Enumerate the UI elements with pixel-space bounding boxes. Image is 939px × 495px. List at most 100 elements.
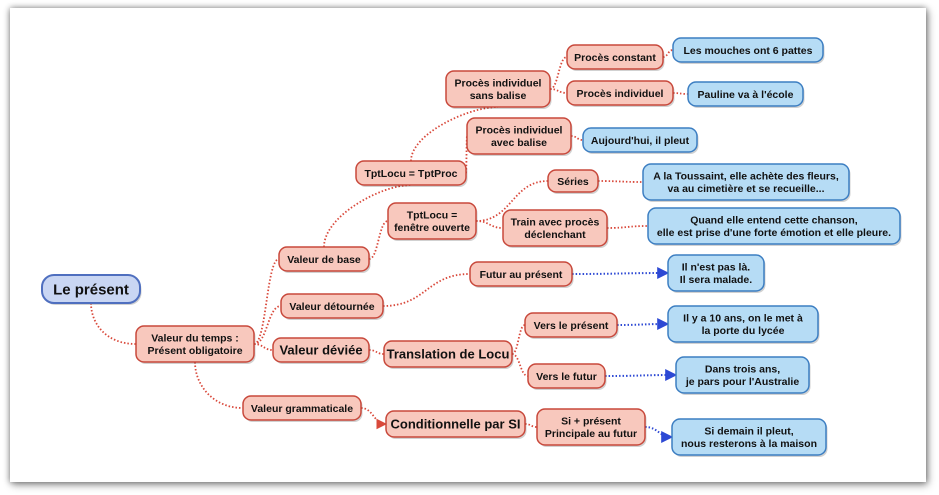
node-box: [242, 395, 362, 421]
node-label-line: Train avec procès: [511, 217, 600, 229]
node-label-line: avec balise: [491, 137, 547, 149]
link-valeur-temps-to-valeur-grammaticale: [194, 361, 244, 409]
node-box: [355, 160, 467, 186]
node-label-line: Valeur détournée: [289, 301, 374, 313]
node-label: Futur au présent: [480, 269, 563, 281]
node-box: [642, 163, 850, 201]
node-conditionnelle-si[interactable]: Conditionnelle par SI: [385, 410, 527, 439]
node-label: Séries: [557, 176, 589, 188]
node-box: [387, 202, 477, 240]
node-label-line: Le présent: [53, 281, 129, 298]
node-label-line: déclenchant: [524, 229, 586, 241]
node-ex-australie[interactable]: Dans trois ans,je pars pour l'Australie: [675, 356, 811, 395]
node-valeur-grammaticale[interactable]: Valeur grammaticale: [242, 395, 363, 422]
node-box: [547, 169, 599, 193]
node-box: [502, 209, 608, 247]
link-valeur-base-to-tptlocu-tptproc: [323, 184, 412, 248]
node-ex-pauline[interactable]: Pauline va à l'école: [687, 81, 805, 108]
node-label-line: Vers le futur: [536, 371, 597, 383]
node-valeur-detournee[interactable]: Valeur détournée: [280, 293, 385, 320]
link-series-to-ex-toussaint: [597, 180, 644, 183]
link-tptlocu-fenetre-to-series: [475, 180, 549, 222]
link-conditionnelle-si-to-si-present: [524, 423, 538, 428]
node-label-line: Principale au futur: [545, 428, 637, 440]
node-ex-malade[interactable]: Il n'est pas là.Il sera malade.: [667, 254, 766, 293]
node-vers-present[interactable]: Vers le présent: [524, 312, 619, 339]
link-valeur-temps-to-valeur-detournee: [253, 305, 282, 345]
node-box: [647, 207, 901, 245]
node-proces-constant[interactable]: Procès constant: [566, 44, 665, 71]
link-futur-present-to-ex-malade: [571, 267, 670, 280]
link-valeur-temps-to-valeur-deviee: [253, 343, 274, 351]
node-valeur-temps[interactable]: Valeur du temps :Présent obligatoire: [135, 325, 256, 364]
node-ex-chanson[interactable]: Quand elle entend cette chanson,elle est…: [647, 207, 902, 246]
node-box: [280, 293, 384, 319]
node-tptlocu-fenetre[interactable]: TptLocu =fenêtre ouverte: [387, 202, 478, 241]
node-box: [527, 363, 606, 389]
node-label-line: TptLocu = TptProc: [364, 168, 457, 180]
node-label-line: Les mouches ont 6 pattes: [684, 45, 813, 57]
node-label: Valeur de base: [287, 254, 361, 266]
node-box: [383, 340, 513, 368]
link-vers-present-to-ex-lycee: [616, 318, 670, 331]
node-label-line: Il sera malade.: [680, 274, 752, 286]
node-box: [466, 117, 572, 155]
node-label: Procès individuel: [577, 88, 664, 100]
node-tptlocu-tptproc[interactable]: TptLocu = TptProc: [355, 160, 468, 187]
node-valeur-deviee[interactable]: Valeur déviée: [272, 337, 371, 364]
node-label: TptLocu = TptProc: [364, 168, 457, 180]
node-label: Valeur détournée: [289, 301, 374, 313]
link-layer: [90, 49, 689, 443]
node-box: [445, 70, 551, 108]
node-box: [536, 408, 646, 446]
link-tptlocu-fenetre-to-train: [475, 220, 504, 229]
node-label-line: Dans trois ans,: [705, 364, 780, 376]
node-label-line: Procès individuel: [577, 88, 664, 100]
link-translation-locu-to-vers-present: [511, 324, 526, 355]
node-translation-locu[interactable]: Translation de Locu: [383, 340, 514, 369]
node-box: [687, 81, 804, 107]
node-label-line: Valeur déviée: [279, 343, 362, 358]
node-label-line: Aujourd'hui, il pleut: [591, 135, 690, 147]
link-si-present-to-ex-maison: [644, 426, 674, 443]
node-label: Le présent: [53, 281, 129, 298]
node-box: [582, 127, 698, 153]
node-label-line: Pauline va à l'école: [698, 89, 794, 101]
node-label: Aujourd'hui, il pleut: [591, 135, 690, 147]
node-proces-individuel[interactable]: Procès individuel: [566, 80, 675, 107]
node-ex-maison[interactable]: Si demain il pleut,nous resterons à la m…: [671, 418, 828, 457]
node-label-line: Si demain il pleut,: [704, 426, 793, 438]
node-label-line: Valeur de base: [287, 254, 361, 266]
node-label-line: Quand elle entend cette chanson,: [690, 215, 858, 227]
link-proces-individuel-to-ex-pauline: [672, 92, 689, 95]
node-series[interactable]: Séries: [547, 169, 600, 194]
node-box: [272, 337, 370, 363]
node-ex-mouches[interactable]: Les mouches ont 6 pattes: [672, 37, 825, 64]
node-label: Translation de Locu: [387, 347, 510, 362]
node-futur-present[interactable]: Futur au présent: [469, 261, 574, 288]
node-valeur-base[interactable]: Valeur de base: [278, 246, 371, 273]
link-tptlocu-tptproc-to-proces-sans-balise: [410, 106, 499, 162]
node-box: [278, 246, 370, 272]
node-label: Valeur déviée: [279, 343, 362, 358]
node-label-line: elle est prise d'une forte émotion et el…: [657, 227, 891, 239]
node-root[interactable]: Le présent: [41, 274, 142, 305]
node-ex-toussaint[interactable]: A la Toussaint, elle achète des fleurs,v…: [642, 163, 851, 202]
node-box: [385, 410, 526, 438]
node-box: [667, 254, 765, 292]
node-ex-aujourdhui[interactable]: Aujourd'hui, il pleut: [582, 127, 699, 154]
node-vers-futur[interactable]: Vers le futur: [527, 363, 607, 390]
link-valeur-base-to-tptlocu-fenetre: [368, 220, 389, 260]
node-label: Quand elle entend cette chanson,elle est…: [657, 215, 891, 240]
link-proces-sans-balise-to-proces-constant: [549, 56, 568, 90]
